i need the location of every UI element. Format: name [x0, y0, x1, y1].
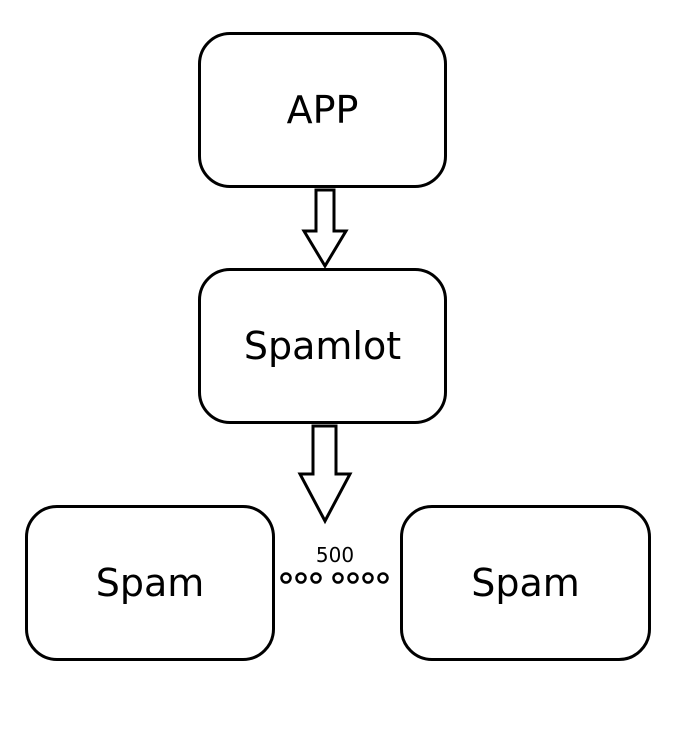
ellipsis-dot: [347, 572, 359, 584]
node-app: APP: [198, 32, 447, 188]
arrow-app-to-spamlot: [301, 188, 349, 269]
node-spam-right: Spam: [400, 505, 651, 661]
spam-count-label: 500: [315, 543, 355, 567]
node-spamlot: Spamlot: [198, 268, 447, 424]
node-spam-right-label: Spam: [471, 561, 580, 605]
ellipsis-dot: [280, 572, 292, 584]
ellipsis-dots: [280, 572, 389, 584]
node-spamlot-label: Spamlot: [243, 324, 402, 368]
node-spam-left-label: Spam: [95, 561, 205, 605]
ellipsis-dot: [310, 572, 322, 584]
node-app-label: APP: [286, 88, 359, 132]
node-spam-left: Spam: [25, 505, 275, 661]
arrow-spamlot-to-spam: [297, 424, 353, 525]
ellipsis-dot: [295, 572, 307, 584]
ellipsis-dot: [332, 572, 344, 584]
ellipsis-dot: [377, 572, 389, 584]
ellipsis-dot: [362, 572, 374, 584]
